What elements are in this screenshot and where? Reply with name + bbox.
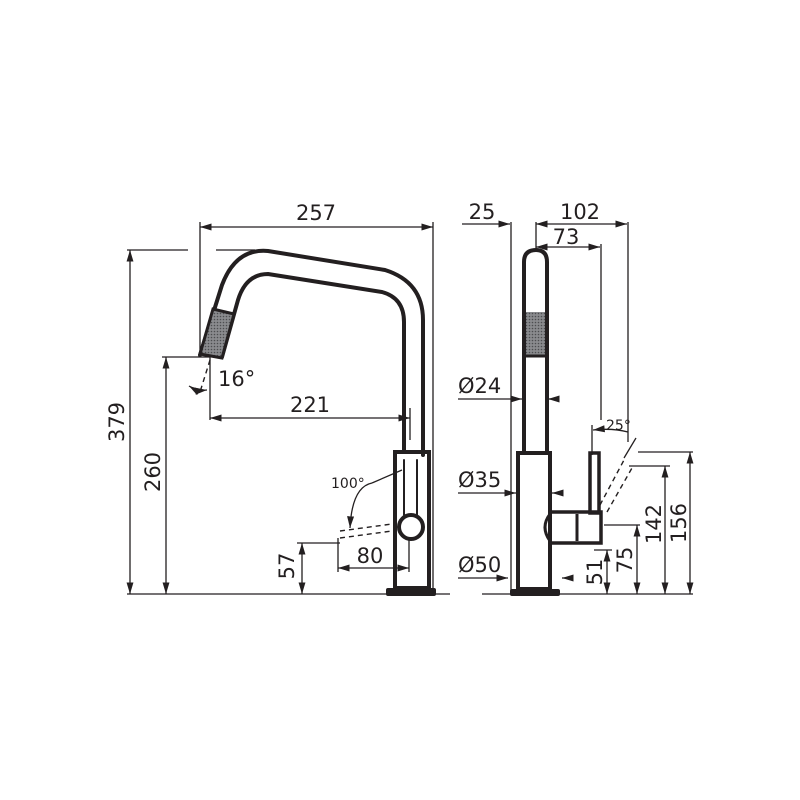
dim-spout-diameter: Ø24	[458, 374, 501, 398]
dim-overall-reach: 257	[296, 201, 336, 225]
side-view: 25 102 73 Ø24 Ø35 Ø50 25° 156 142	[458, 200, 694, 596]
lever-side	[588, 451, 601, 515]
spout-inner	[220, 272, 406, 454]
dim-lever-top-height: 142	[642, 504, 666, 544]
dim-base-diameter: Ø50	[458, 553, 501, 577]
dim-body-height: 156	[667, 503, 691, 543]
dim-spout-height: 260	[141, 452, 165, 492]
dim-lever-rotation: 100°	[331, 476, 365, 492]
aerator-icon	[198, 307, 236, 360]
dim-lever-center-height: 75	[613, 547, 637, 574]
dim-spout-to-lever: 73	[553, 225, 580, 249]
lever-hub	[397, 513, 425, 541]
dim-overall-height: 379	[105, 402, 129, 442]
tap-base	[386, 588, 436, 596]
spout-outer	[198, 248, 425, 457]
front-view: 257 379 260 16° 221 100° 57 8	[105, 201, 450, 596]
dim-lever-reach-total: 102	[560, 200, 600, 224]
dim-spout-reach: 221	[290, 393, 330, 417]
dim-spout-offset: 25	[469, 200, 496, 224]
dim-lever-reach: 80	[357, 544, 384, 568]
dim-spout-angle: 16°	[218, 367, 255, 391]
tap-base-side	[510, 589, 560, 596]
aerator-side-icon	[526, 312, 545, 356]
dim-lever-height: 57	[275, 553, 299, 580]
dim-lever-bottom-height: 51	[583, 559, 607, 586]
dim-body-diameter: Ø35	[458, 468, 501, 492]
dim-lever-angle: 25°	[606, 418, 631, 434]
